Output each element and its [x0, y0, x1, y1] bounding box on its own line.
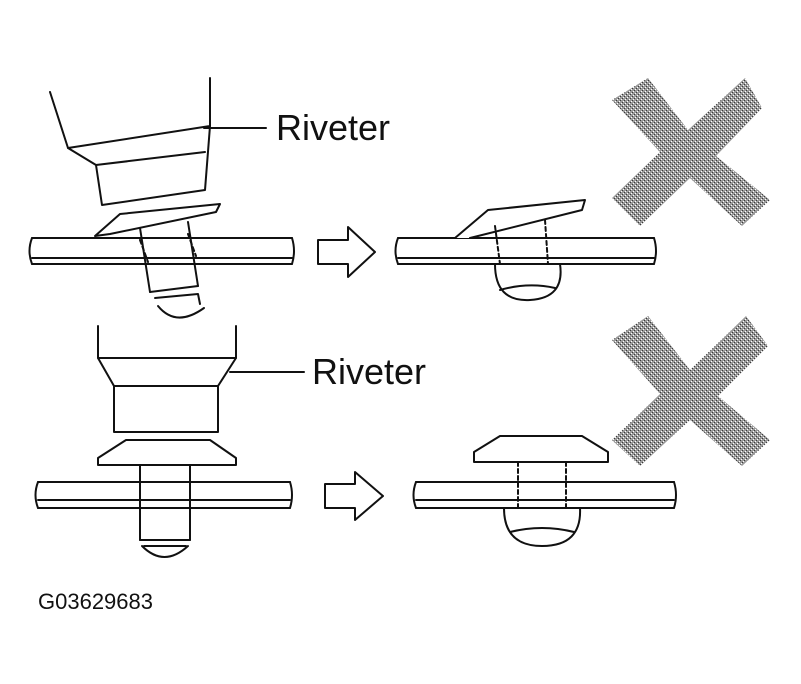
top-rivet-result: [454, 199, 586, 302]
bottom-rivet-head: [97, 439, 237, 466]
top-riveter-tool: [49, 77, 211, 206]
bottom-arrow-icon: [324, 471, 384, 521]
top-panel-left: [28, 237, 295, 265]
bottom-x-mark-icon: [612, 316, 770, 466]
figure-code: G03629683: [38, 589, 153, 614]
bottom-rivet-result: [473, 435, 609, 547]
bottom-panel-right: [412, 481, 677, 509]
bottom-rivet-shank: [139, 464, 191, 558]
bottom-riveter-tool: [97, 325, 237, 433]
top-riveter-label: Riveter: [276, 107, 390, 148]
top-arrow-icon: [317, 226, 376, 278]
top-rivet-tilted: [94, 203, 221, 319]
top-x-mark-icon: [612, 78, 770, 226]
top-panel-right: [394, 237, 657, 265]
bottom-riveter-label: Riveter: [312, 351, 426, 392]
bottom-panel-left: [34, 481, 293, 509]
